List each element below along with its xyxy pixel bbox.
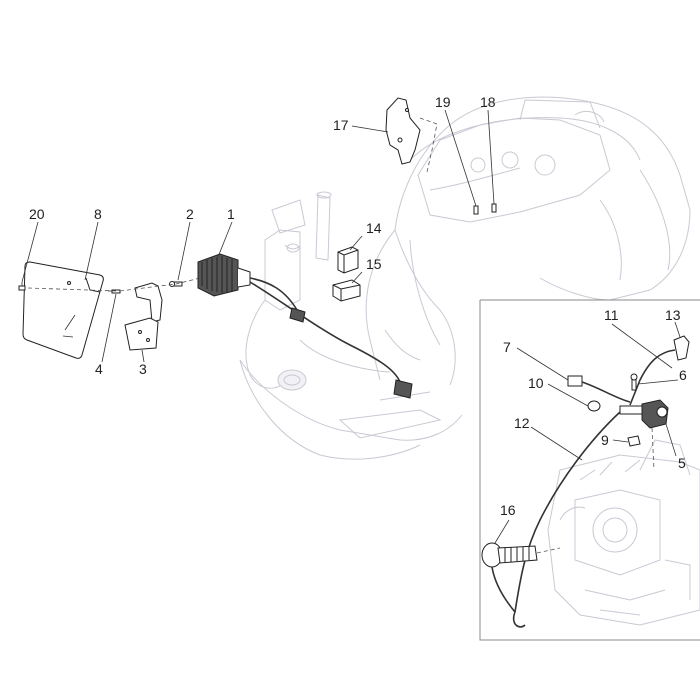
callout-5: 5 <box>678 455 686 471</box>
leader-lines <box>21 109 681 544</box>
callout-11: 11 <box>604 307 619 323</box>
engine-outline <box>547 439 700 626</box>
part-19-screw <box>473 205 479 215</box>
part-13-cap <box>673 335 690 361</box>
part-6-screw <box>630 373 638 391</box>
part-10-plug <box>587 400 601 412</box>
part-7-fitting <box>567 375 631 403</box>
callout-10: 10 <box>528 375 544 391</box>
callout-20: 20 <box>29 206 45 222</box>
callout-16: 16 <box>500 502 516 518</box>
callout-labels: 1 2 3 4 5 6 7 8 9 10 11 12 13 14 15 16 1… <box>29 94 687 518</box>
part-14-relay <box>337 246 359 274</box>
part-15-connector <box>332 279 361 302</box>
callout-8: 8 <box>94 206 102 222</box>
scooter-body-outline <box>239 96 691 460</box>
part-4-screw <box>108 289 121 294</box>
alignment-line-16 <box>536 547 561 554</box>
part-12-cable-lower <box>512 611 526 628</box>
part-16-sensor <box>481 542 538 613</box>
callout-1: 1 <box>227 206 235 222</box>
part-9-clip <box>627 435 641 447</box>
part-18-screw <box>491 203 497 213</box>
alignment-line-17 <box>419 117 438 173</box>
callout-7: 7 <box>503 339 511 355</box>
alignment-line-5 <box>651 427 655 471</box>
part-17-bracket <box>385 97 421 165</box>
callout-13: 13 <box>665 307 681 323</box>
callout-4: 4 <box>95 361 103 377</box>
callout-2: 2 <box>186 206 194 222</box>
part-1-regulator <box>197 253 251 297</box>
part-5-component <box>619 399 669 429</box>
part-20-screw <box>18 282 26 291</box>
callout-17: 17 <box>333 117 349 133</box>
inset-frame <box>479 299 700 641</box>
callout-14: 14 <box>366 220 382 236</box>
part-12-cable <box>514 411 621 613</box>
callout-12: 12 <box>514 415 530 431</box>
part-11-line <box>629 349 676 406</box>
part-3-bracket <box>124 282 163 351</box>
alignment-line-mounting <box>27 277 201 292</box>
callout-15: 15 <box>366 256 382 272</box>
callout-18: 18 <box>480 94 496 110</box>
callout-19: 19 <box>435 94 451 110</box>
wiring-harness <box>249 277 413 399</box>
callout-6: 6 <box>679 367 687 383</box>
part-8-plate <box>22 261 104 359</box>
callout-9: 9 <box>601 432 609 448</box>
callout-3: 3 <box>139 361 147 377</box>
